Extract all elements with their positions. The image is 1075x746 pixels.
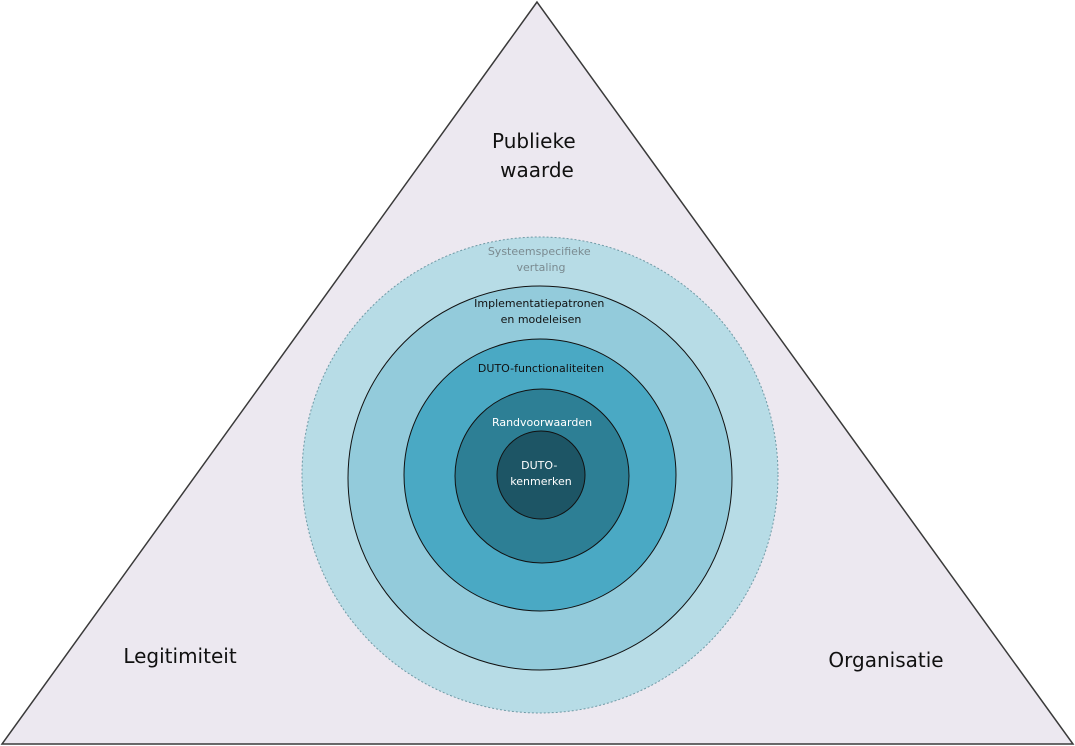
ring-label-1-line-1: Implementatiepatronen <box>474 297 604 310</box>
ring-label-systeemspecifieke-vertaling: Systeemspecifieke vertaling <box>488 245 594 274</box>
ring-label-2-line-1: DUTO-functionaliteiten <box>478 362 604 375</box>
ring-label-1-line-2: en modeleisen <box>501 313 582 326</box>
ring-label-randvoorwaarden: Randvoorwaarden <box>492 416 592 429</box>
ring-label-0-line-2: vertaling <box>517 261 566 274</box>
ring-label-4-line-2: kenmerken <box>510 475 571 488</box>
ring-label-0-line-1: Systeemspecifieke <box>488 245 591 258</box>
corner-label-top-line-2: waarde <box>500 158 574 182</box>
ring-duto-kenmerken <box>496 430 586 520</box>
ring-label-duto-functionaliteiten: DUTO-functionaliteiten <box>478 362 604 375</box>
ring-label-duto-kenmerken: DUTO- kenmerken <box>510 459 571 488</box>
ring-label-3-line-1: Randvoorwaarden <box>492 416 592 429</box>
corner-label-right: Organisatie <box>828 648 943 672</box>
ring-label-4-line-1: DUTO- <box>521 459 557 472</box>
corner-label-top: Publieke waarde <box>492 129 582 182</box>
corner-label-top-line-1: Publieke <box>492 129 576 153</box>
corner-label-left: Legitimiteit <box>123 644 236 668</box>
ring-label-implementatiepatronen: Implementatiepatronen en modeleisen <box>474 297 608 326</box>
